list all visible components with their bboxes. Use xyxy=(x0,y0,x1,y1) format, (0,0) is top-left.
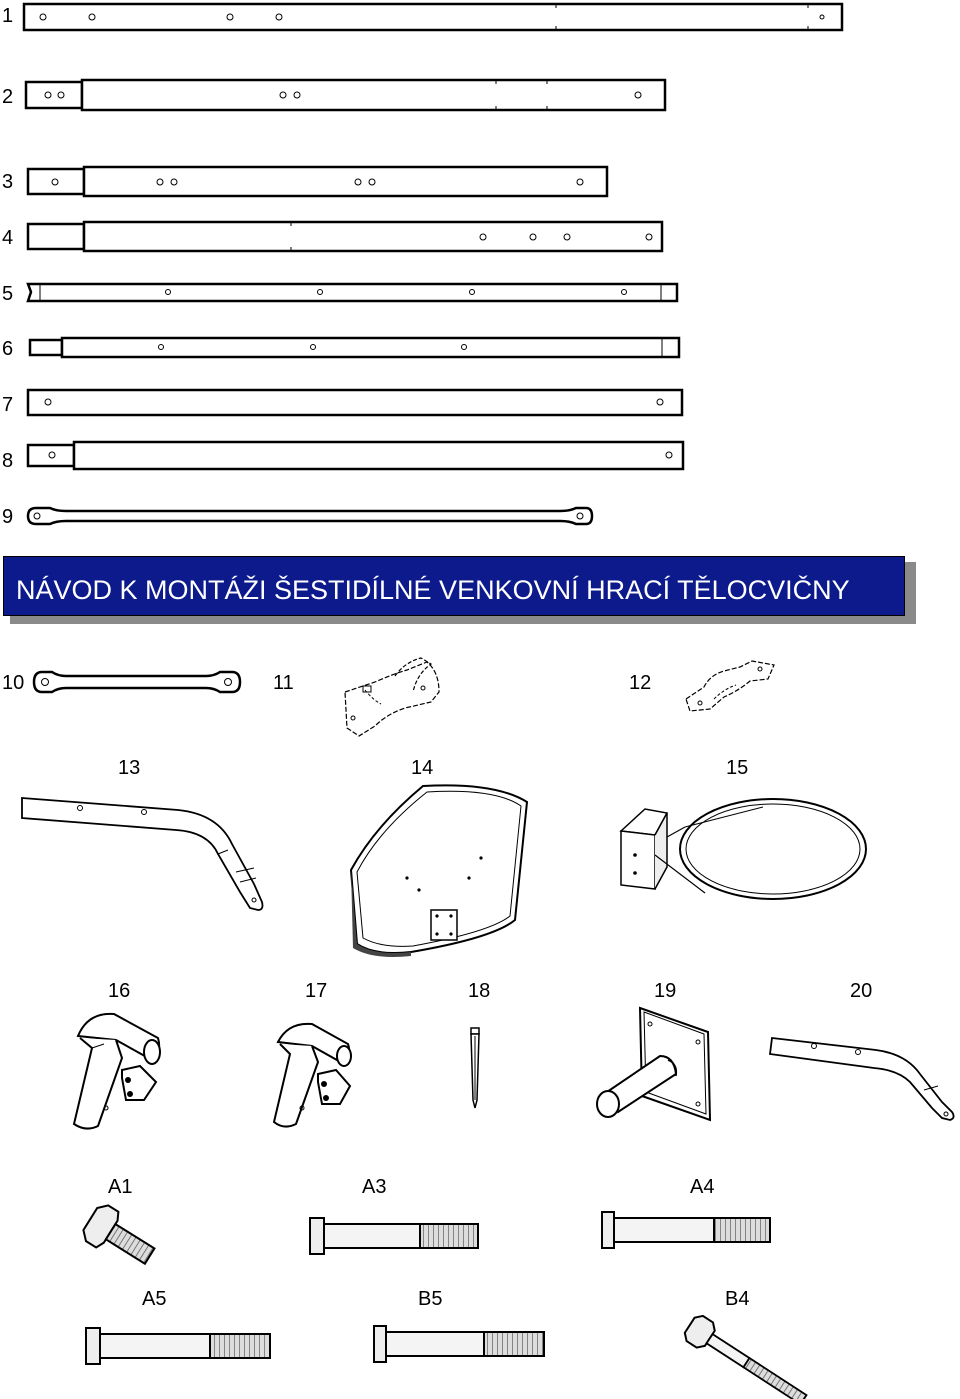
hardware-label-B4: B4 xyxy=(725,1288,750,1310)
part-label-1: 1 xyxy=(2,5,14,27)
part-12-bracket xyxy=(685,660,775,712)
part-20-arm xyxy=(768,1037,955,1121)
part-8-tube xyxy=(26,440,685,471)
bolt-b4 xyxy=(683,1314,808,1399)
part-18-spike xyxy=(470,1027,480,1109)
part-17-connector xyxy=(272,1022,352,1128)
part-label-9: 9 xyxy=(2,506,14,528)
title-banner: NÁVOD K MONTÁŽI ŠESTIDÍLNÉ VENKOVNÍ HRAC… xyxy=(3,556,905,616)
hardware-label-A4: A4 xyxy=(690,1176,715,1198)
part-2-tube xyxy=(24,78,667,112)
hardware-label-A5: A5 xyxy=(142,1288,167,1310)
bolt-a4 xyxy=(601,1211,771,1249)
part-label-10: 10 xyxy=(2,672,25,694)
bolt-a3 xyxy=(309,1217,479,1255)
part-13-arm xyxy=(21,797,264,911)
part-19-anchor xyxy=(596,1006,712,1122)
part-label-16: 16 xyxy=(108,980,131,1002)
part-label-18: 18 xyxy=(468,980,491,1002)
part-label-7: 7 xyxy=(2,394,14,416)
part-label-4: 4 xyxy=(2,227,14,249)
part-4-tube xyxy=(26,220,664,253)
part-label-20: 20 xyxy=(850,980,873,1002)
part-label-14: 14 xyxy=(411,757,434,779)
part-3-tube xyxy=(26,165,609,198)
part-label-15: 15 xyxy=(726,757,749,779)
part-5-tube xyxy=(26,282,679,303)
part-10-brace xyxy=(32,670,242,694)
hardware-label-A1: A1 xyxy=(108,1176,133,1198)
bolt-b5 xyxy=(373,1325,545,1363)
part-label-11: 11 xyxy=(273,672,294,694)
part-6-tube xyxy=(28,336,681,359)
part-9-brace xyxy=(26,506,594,526)
bolt-a1 xyxy=(82,1204,156,1266)
part-label-5: 5 xyxy=(2,283,14,305)
page-title: NÁVOD K MONTÁŽI ŠESTIDÍLNÉ VENKOVNÍ HRAC… xyxy=(16,575,850,605)
hardware-label-B5: B5 xyxy=(418,1288,443,1310)
bolt-a5 xyxy=(85,1327,271,1365)
part-label-2: 2 xyxy=(2,86,14,108)
part-label-19: 19 xyxy=(654,980,677,1002)
part-label-3: 3 xyxy=(2,171,14,193)
part-7-tube xyxy=(26,388,684,417)
hardware-label-A3: A3 xyxy=(362,1176,387,1198)
part-15-hoop xyxy=(619,798,867,900)
part-label-13: 13 xyxy=(118,757,141,779)
part-1-tube xyxy=(22,2,844,32)
part-11-bracket xyxy=(344,657,440,737)
part-label-8: 8 xyxy=(2,450,14,472)
part-label-17: 17 xyxy=(305,980,328,1002)
part-16-connector xyxy=(72,1012,161,1130)
part-label-12: 12 xyxy=(629,672,652,694)
part-14-backboard xyxy=(349,784,529,957)
part-label-6: 6 xyxy=(2,338,14,360)
